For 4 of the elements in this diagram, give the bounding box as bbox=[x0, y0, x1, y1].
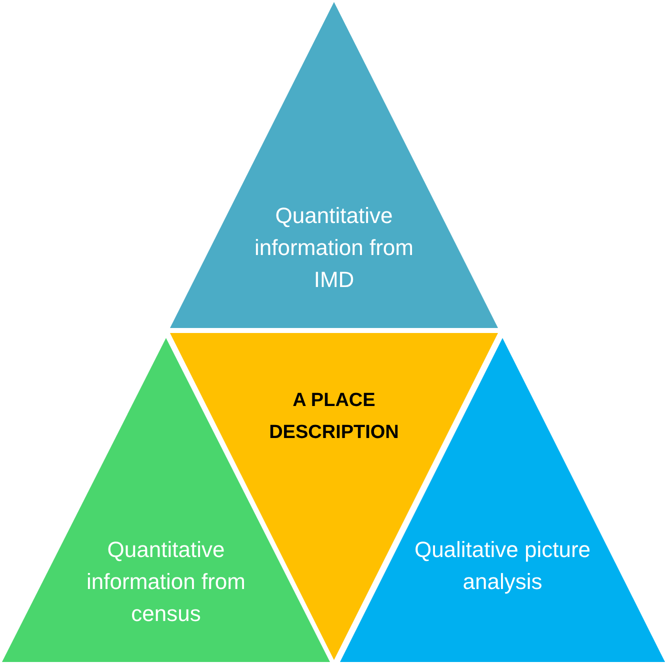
triangle-label: Quantitative information from IMD bbox=[254, 202, 414, 294]
triangle-label: Quantitative information from census bbox=[86, 536, 246, 628]
triangle-label: Qualitative picture analysis bbox=[413, 536, 592, 596]
triangle-label: A PLACE DESCRIPTION bbox=[268, 389, 400, 445]
